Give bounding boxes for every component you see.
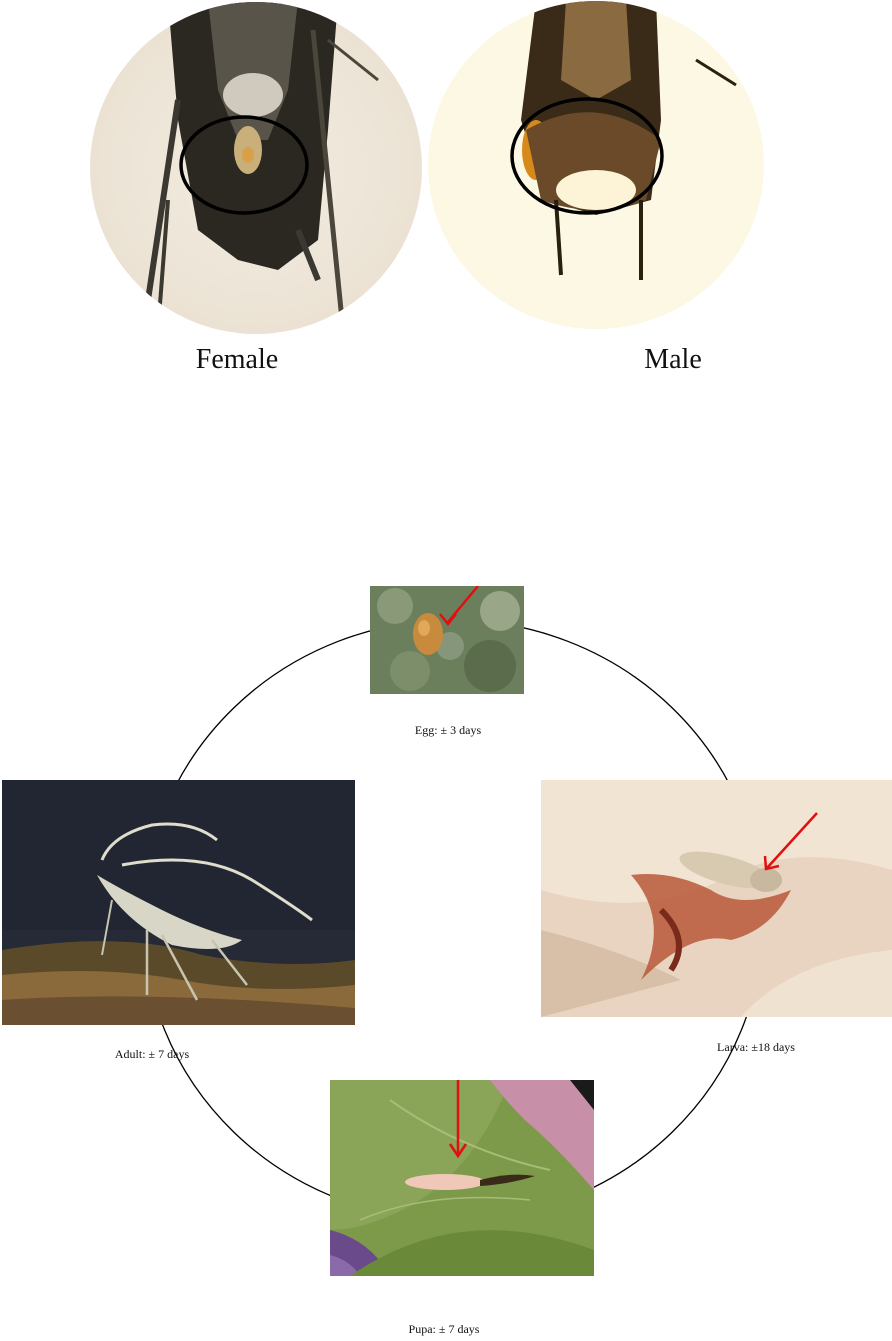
pupa-photo — [330, 1080, 594, 1276]
adult-label: Adult: ± 7 days — [52, 1047, 252, 1062]
larva-label: Larva: ±18 days — [656, 1040, 856, 1055]
adult-photo — [2, 780, 355, 1025]
larva-photo — [541, 780, 892, 1017]
pupa-label: Pupa: ± 7 days — [344, 1322, 544, 1337]
egg-photo — [370, 586, 524, 694]
egg-label: Egg: ± 3 days — [348, 723, 548, 738]
